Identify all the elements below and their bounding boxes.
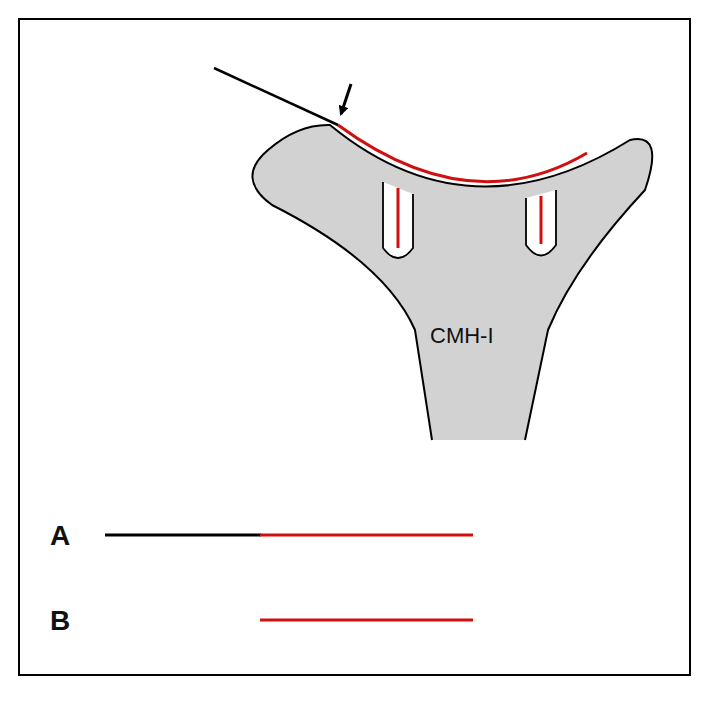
region-label: CMH-I	[430, 323, 494, 349]
frame	[19, 19, 690, 675]
tissue-fill	[252, 125, 652, 440]
line-label: A	[50, 520, 70, 552]
pointer-arrow	[341, 84, 351, 114]
red-segment	[260, 619, 473, 622]
notch	[526, 190, 556, 256]
tissue-outline	[252, 125, 652, 440]
red-layer	[540, 196, 543, 244]
black-segment	[105, 534, 261, 537]
red-layer	[397, 188, 400, 248]
red-layer	[338, 125, 587, 182]
tissue-region: CMH-I	[430, 323, 494, 349]
notch	[383, 182, 413, 258]
red-segment	[260, 534, 473, 537]
black-line	[214, 68, 338, 125]
line-label: B	[50, 605, 70, 637]
